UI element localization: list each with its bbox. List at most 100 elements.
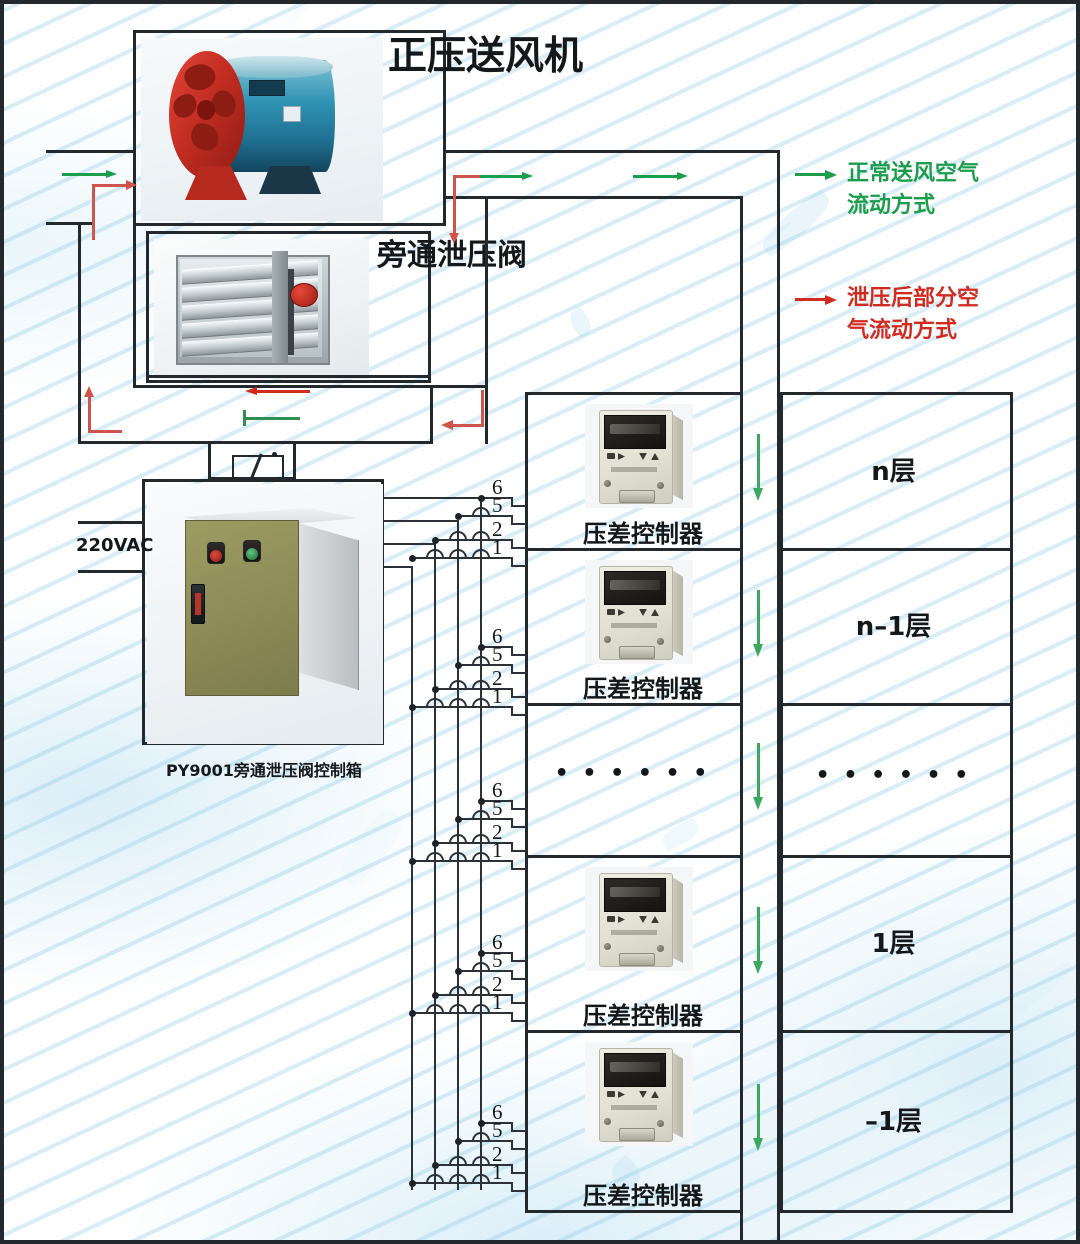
branch-wire-2-3 — [411, 860, 513, 862]
branch-step-3-3 — [511, 1012, 513, 1022]
bus-tap-3-1 — [454, 967, 462, 975]
branch-step-4-2 — [511, 1164, 513, 1174]
background-leaf — [1010, 959, 1077, 1016]
branch-step-2-2 — [511, 842, 513, 852]
controller-caption-4: 压差控制器 — [583, 1182, 703, 1210]
controller-row-divider-4 — [525, 1030, 743, 1033]
pressure-controller-photo-4 — [585, 1042, 693, 1146]
branch-entry-0-1 — [511, 523, 527, 525]
shaft-right-wall — [777, 150, 780, 1240]
branch-entry-1-3 — [511, 714, 527, 716]
branch-step-2-0 — [511, 800, 513, 810]
wire-hop-1-3-1 — [426, 698, 444, 707]
branch-entry-3-2 — [511, 1002, 527, 1004]
branch-step-3-2 — [511, 994, 513, 1004]
bus-conductor-1 — [434, 543, 436, 1190]
pressure-controller-photo-1 — [585, 560, 693, 664]
cabinet-exit-wire-0 — [384, 566, 413, 568]
branch-entry-3-0 — [511, 960, 527, 962]
duct-supply-main-bottom — [485, 196, 743, 199]
duct-bypass-right-outer — [485, 196, 488, 444]
duct-bottom-wall — [78, 441, 433, 444]
terminal-label-0-5: 5 — [492, 493, 503, 517]
damper-title: 旁通泄压阀 — [377, 240, 527, 272]
terminal-label-0-2: 2 — [492, 517, 503, 541]
bus-tap-3-0 — [477, 949, 485, 957]
duct-mid-wall — [133, 385, 488, 388]
wire-hop-4-3-1 — [426, 1174, 444, 1183]
bus-tap-0-2 — [431, 536, 439, 544]
terminal-label-4-5: 5 — [492, 1118, 503, 1142]
wire-hop-2-3-2 — [449, 852, 467, 861]
branch-wire-4-0 — [480, 1122, 513, 1124]
bus-tap-1-1 — [454, 661, 462, 669]
cabinet-caption: PY9001旁通泄压阀控制箱 — [166, 761, 362, 780]
valve-pivot-dot — [272, 452, 277, 457]
floor-column-left-wall — [780, 392, 783, 1210]
legend-relief-line2: 气流动方式 — [847, 318, 958, 343]
legend-relief-line1: 泄压后部分空 — [847, 286, 980, 311]
damper-photo — [154, 239, 369, 379]
branch-entry-2-3 — [511, 868, 527, 870]
branch-step-4-1 — [511, 1140, 513, 1150]
arrow-right-green-icon — [795, 170, 837, 180]
branch-entry-0-0 — [511, 505, 527, 507]
wire-hop-4-3-2 — [449, 1174, 467, 1183]
control-cabinet-panel — [142, 479, 384, 745]
branch-wire-4-3 — [411, 1182, 513, 1184]
controller-column-left-wall — [525, 392, 528, 1210]
wire-hop-2-2-2 — [449, 834, 467, 843]
branch-wire-3-3 — [411, 1012, 513, 1014]
wire-hop-4-3-3 — [472, 1174, 490, 1183]
branch-entry-4-1 — [511, 1148, 527, 1150]
floor-row-divider-3 — [777, 855, 1013, 858]
branch-entry-1-2 — [511, 696, 527, 698]
cabinet-exit-wire-1 — [384, 543, 436, 545]
bus-tap-3-2 — [431, 991, 439, 999]
valve-stub-right — [293, 441, 296, 479]
wire-hop-1-3-2 — [449, 698, 467, 707]
valve-body-left — [232, 455, 234, 477]
terminal-label-2-6: 6 — [492, 778, 503, 802]
floor-row-divider-2 — [777, 703, 1013, 706]
branch-step-1-1 — [511, 664, 513, 674]
branch-wire-0-1 — [457, 515, 513, 517]
duct-fan-out-top — [446, 196, 488, 199]
branch-wire-4-1 — [457, 1140, 513, 1142]
branch-step-0-3 — [511, 557, 513, 567]
branch-wire-4-2 — [434, 1164, 513, 1166]
branch-entry-4-3 — [511, 1190, 527, 1192]
fan-panel: 正压送风机 — [133, 30, 583, 226]
branch-wire-0-2 — [434, 539, 513, 541]
damper-panel-bottom — [146, 375, 431, 378]
controller-caption-3: 压差控制器 — [583, 1002, 703, 1030]
terminal-label-0-1: 1 — [492, 535, 503, 559]
terminal-label-1-6: 6 — [492, 624, 503, 648]
branch-entry-0-3 — [511, 565, 527, 567]
bus-tap-1-0 — [477, 643, 485, 651]
branch-wire-2-2 — [434, 842, 513, 844]
branch-wire-2-0 — [480, 800, 513, 802]
branch-wire-1-1 — [457, 664, 513, 666]
bus-tap-2-3 — [408, 857, 416, 865]
duct-inlet-top — [46, 150, 136, 153]
bus-tap-0-3 — [408, 554, 416, 562]
floor-column-right-wall — [1010, 392, 1013, 1210]
wire-hop-0-3-3 — [472, 549, 490, 558]
cabinet-exit-wire-2 — [384, 520, 459, 522]
legend-normal-line1: 正常送风空气 — [847, 161, 980, 186]
bus-tap-3-3 — [408, 1009, 416, 1017]
branch-step-1-2 — [511, 688, 513, 698]
branch-entry-1-1 — [511, 672, 527, 674]
wire-hop-3-1-3 — [472, 962, 490, 971]
terminal-label-3-1: 1 — [492, 990, 503, 1014]
branch-step-4-3 — [511, 1182, 513, 1192]
floor-row-divider-4 — [777, 1030, 1013, 1033]
frame-left — [0, 0, 4, 1244]
wire-hop-0-1-3 — [472, 507, 490, 516]
wire-hop-1-2-3 — [472, 680, 490, 689]
controller-row-divider-3 — [525, 855, 743, 858]
branch-step-4-0 — [511, 1122, 513, 1132]
terminal-label-1-2: 2 — [492, 666, 503, 690]
power-line-live — [78, 521, 142, 524]
